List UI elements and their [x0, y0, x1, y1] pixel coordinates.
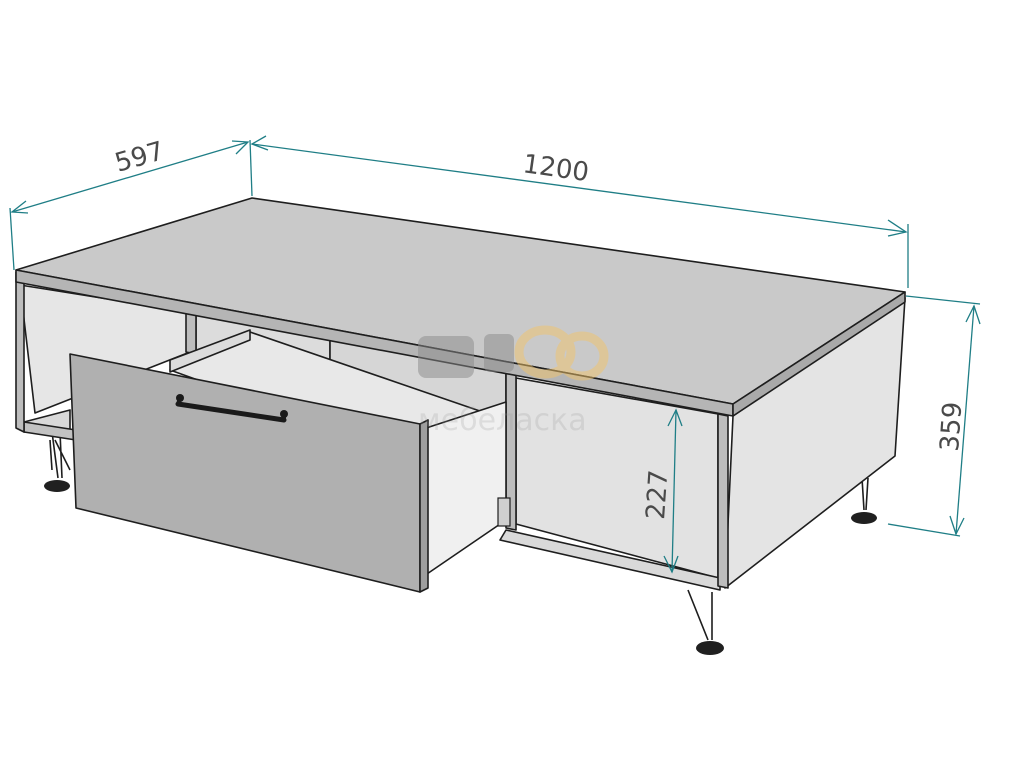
- depth-label: 597: [112, 136, 168, 179]
- drawer-runner: [497, 497, 511, 527]
- dimension-arrow-icon: [10, 200, 29, 214]
- dimension-height: 359: [887, 295, 981, 537]
- watermark-text: мебеласка: [418, 403, 587, 438]
- dimension-arrow-icon: [663, 555, 679, 574]
- drawer-side-left: [169, 329, 251, 373]
- front-right-edge: [717, 413, 729, 589]
- drawer-handle-icon[interactable]: [175, 394, 288, 423]
- dimension-arrow-icon: [231, 140, 250, 155]
- coffee-table: [15, 197, 906, 655]
- divider-left: [185, 311, 197, 355]
- watermark-logo-icon: [418, 325, 609, 381]
- drawer[interactable]: [69, 329, 511, 593]
- leg-front-left: [49, 439, 53, 471]
- height-label: 359: [935, 401, 968, 453]
- dimension-arrow-icon: [965, 304, 981, 325]
- dimension-arrow-icon: [887, 219, 908, 237]
- left-side-panel: [15, 271, 25, 433]
- dimension-arrow-icon: [949, 515, 965, 536]
- dimension-inner-height: 227: [641, 408, 683, 574]
- inner-height-label: 227: [641, 469, 674, 521]
- width-label: 1200: [521, 149, 591, 188]
- table-top-right-edge: [732, 291, 906, 417]
- bottom-shelf-right: [499, 529, 721, 591]
- drawer-front-edge: [419, 419, 429, 593]
- dimension-arrow-icon: [250, 135, 269, 151]
- leg-front-right: [687, 589, 724, 655]
- leg-back-left: [44, 431, 71, 492]
- leg-back-right: [851, 477, 877, 524]
- watermark: мебеласка: [418, 325, 609, 438]
- dimension-arrow-icon: [667, 408, 683, 427]
